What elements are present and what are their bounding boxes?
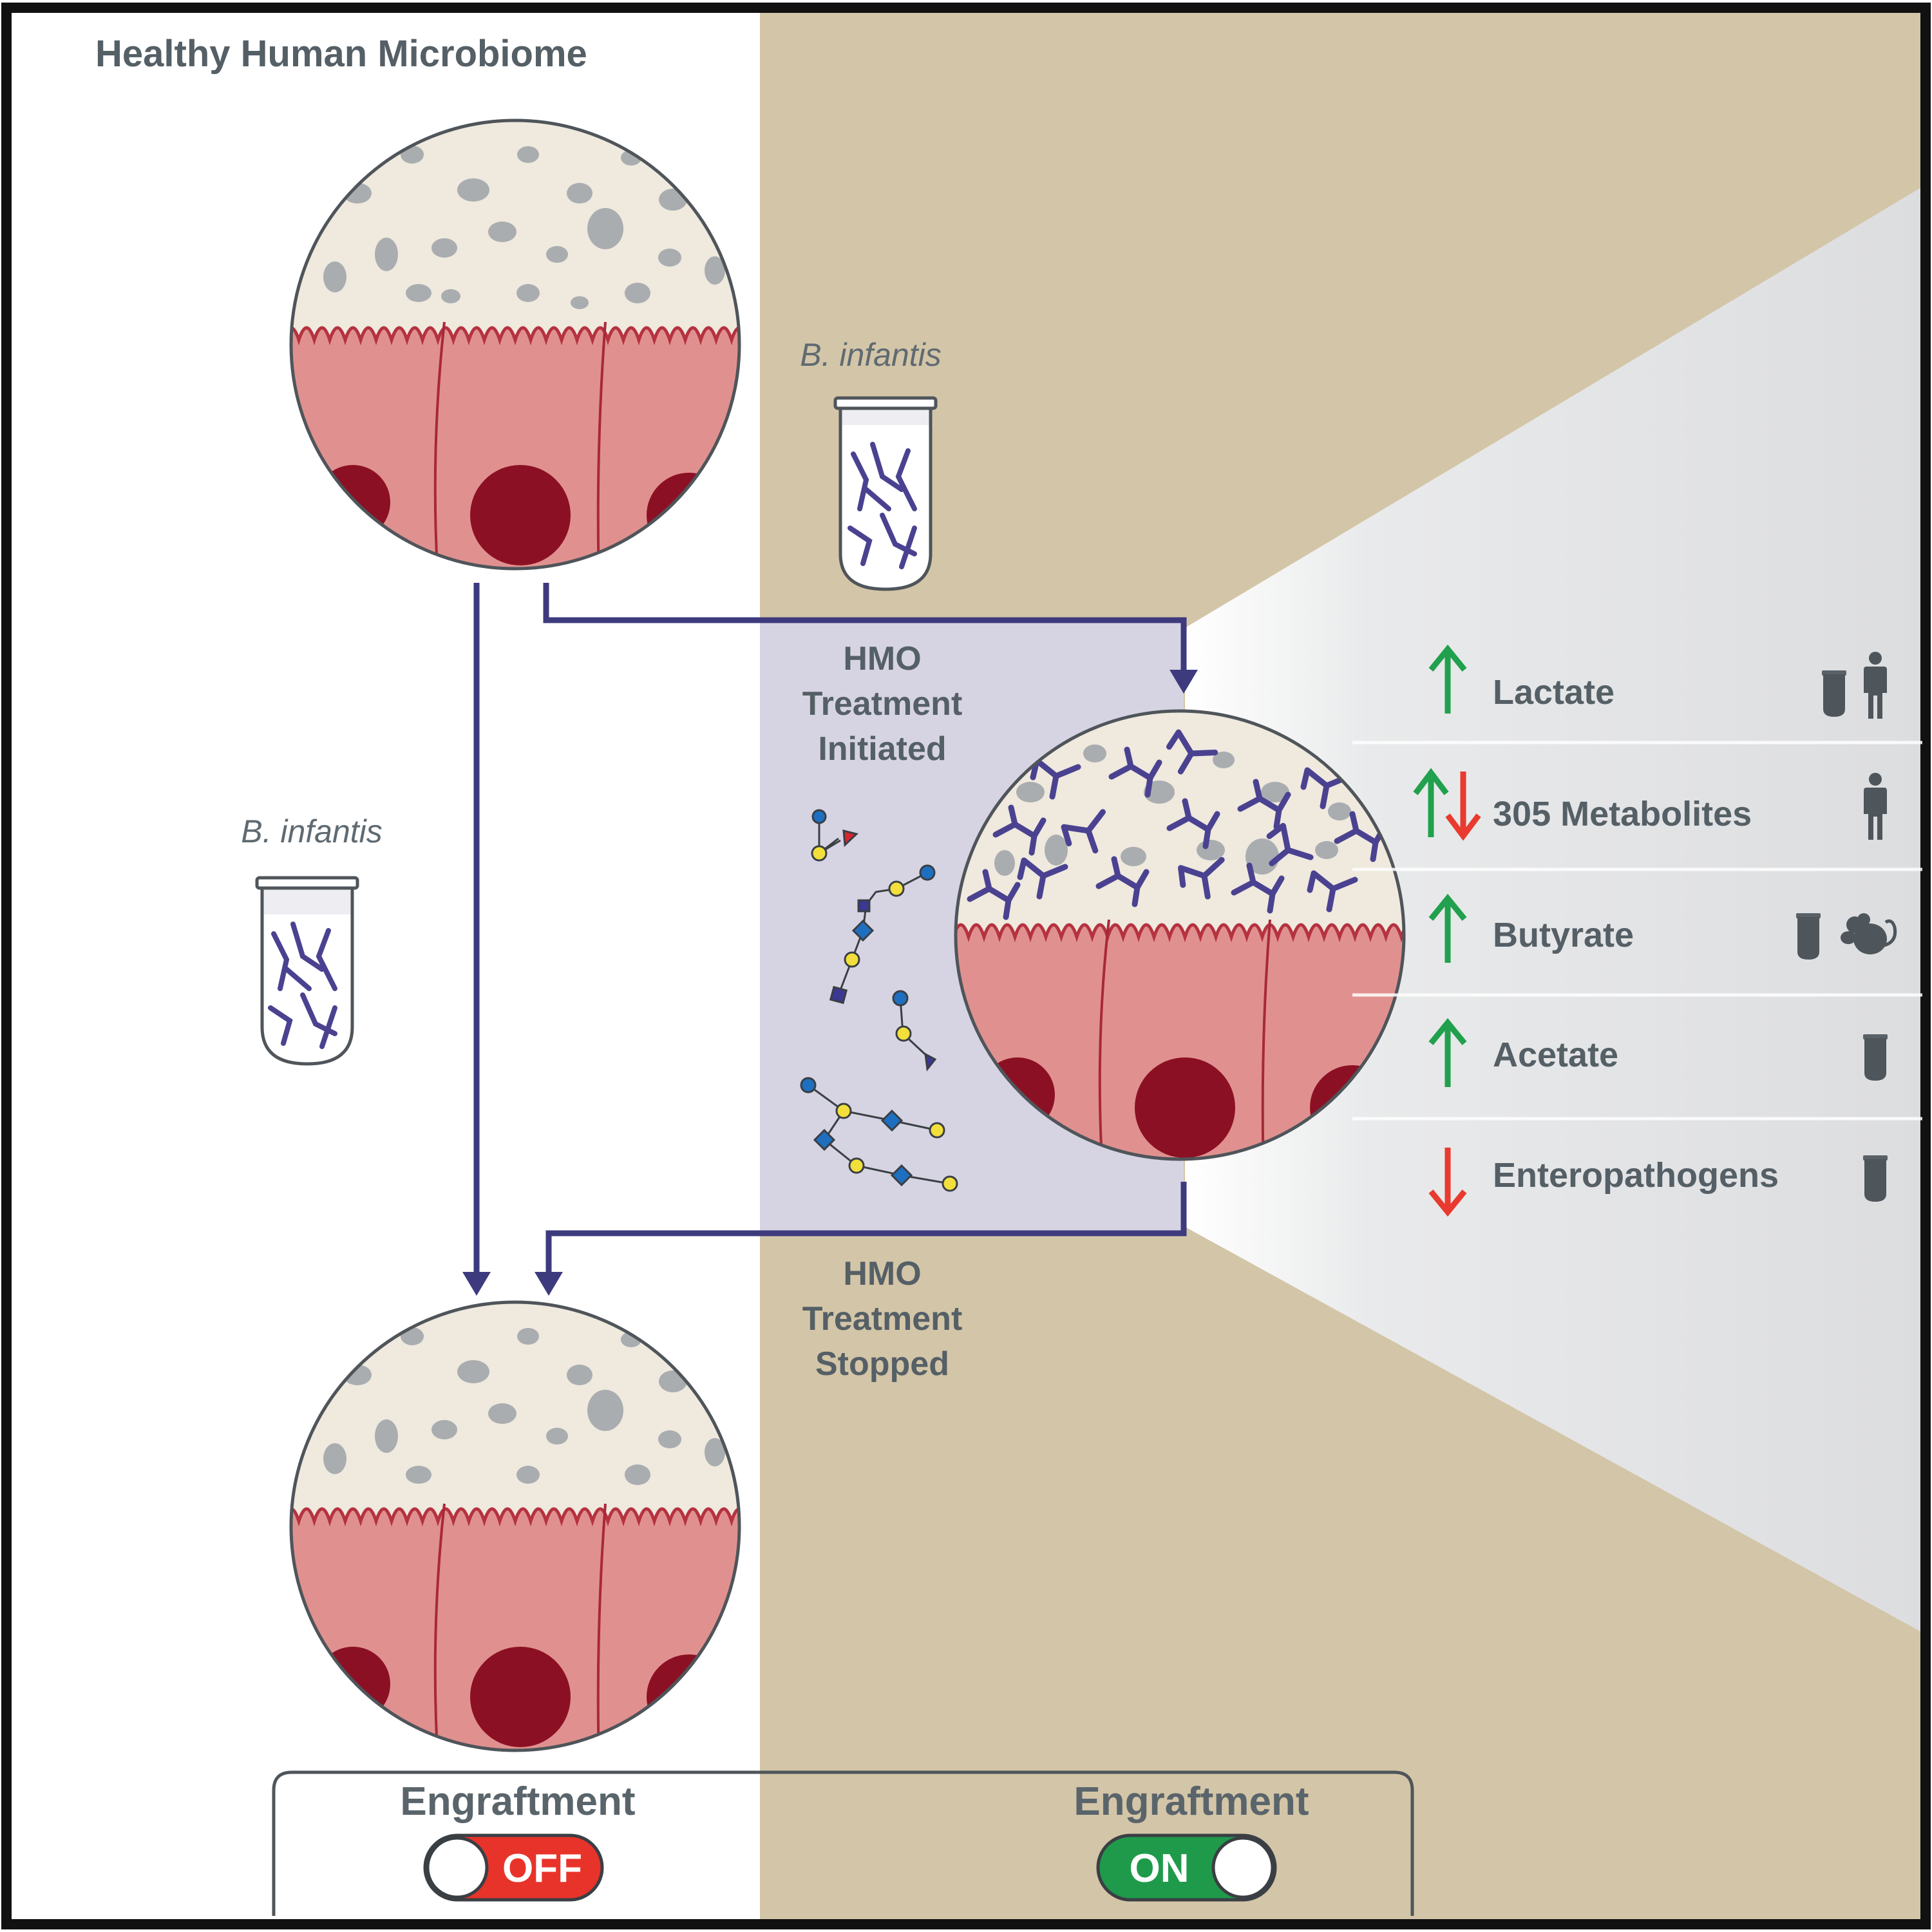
svg-text:HMO: HMO [843,1255,921,1293]
engraftment-off: Engraftment OFF [400,1779,636,1902]
down-arrow-icon [1428,1148,1467,1217]
up-arrow-icon [1428,644,1467,714]
up-arrow-icon [1428,893,1467,963]
outcome-row-metabolites: 305 Metabolites [1413,768,1887,841]
svg-text:Engraftment: Engraftment [400,1779,635,1824]
down-arrow-icon [1445,772,1481,841]
hmo-initiated-label: HMO Treatment Initiated [802,640,963,768]
engraftment-toggle-on[interactable]: ON [1096,1833,1277,1902]
outcome-list: Lactate 305 Metabolites Butyrate Acetate… [1352,644,1922,1217]
svg-text:Stopped: Stopped [815,1345,949,1383]
right-circle-outline [954,709,1406,1161]
top-circle-outline [289,118,741,571]
zoom-cone [1185,187,1922,1633]
svg-text:Engraftment: Engraftment [1074,1779,1309,1824]
tube-icon [1822,670,1846,717]
outcome-row-butyrate: Butyrate [1428,893,1895,963]
svg-text:HMO: HMO [843,640,921,677]
hmo-glycans-icon [800,809,958,1192]
up-arrow-icon [1413,768,1449,837]
arrowheads [462,670,1198,1296]
svg-text:305 Metabolites: 305 Metabolites [1493,795,1752,833]
figure-title: Healthy Human Microbiome [95,33,587,75]
svg-text:Initiated: Initiated [818,730,946,768]
up-arrow-icon [1428,1018,1467,1087]
probiotic-tube-top [833,396,938,591]
probiotic-tube-left [255,876,359,1066]
bottom-circle-outline [289,1300,741,1752]
tube-icon [1863,1155,1888,1202]
figure-border [1,3,1931,1929]
svg-text:Butyrate: Butyrate [1493,916,1634,954]
probiotic-label-left: B. infantis [241,813,383,849]
flow-arrows [473,583,1187,1278]
svg-text:Enteropathogens: Enteropathogens [1493,1156,1779,1195]
engraftment-bracket [272,1770,1414,1916]
svg-text:OFF: OFF [502,1846,582,1891]
tube-icon [1863,1034,1888,1081]
svg-text:Treatment: Treatment [802,685,963,723]
probiotic-label-top: B. infantis [800,337,942,373]
svg-text:Treatment: Treatment [802,1300,963,1338]
outcome-row-lactate: Lactate [1428,644,1887,719]
engraftment-on: Engraftment ON [1074,1779,1309,1902]
svg-text:ON: ON [1130,1846,1189,1891]
svg-text:Lactate: Lactate [1493,673,1615,712]
outcome-row-acetate: Acetate [1428,1018,1888,1087]
engraftment-toggle-off[interactable]: OFF [423,1833,604,1902]
outcome-dividers [1352,741,1922,1121]
tube-icon [1796,913,1821,960]
hmo-stopped-label: HMO Treatment Stopped [802,1255,963,1383]
outcome-row-enteropathogens: Enteropathogens [1428,1148,1888,1217]
svg-text:Acetate: Acetate [1493,1036,1618,1074]
